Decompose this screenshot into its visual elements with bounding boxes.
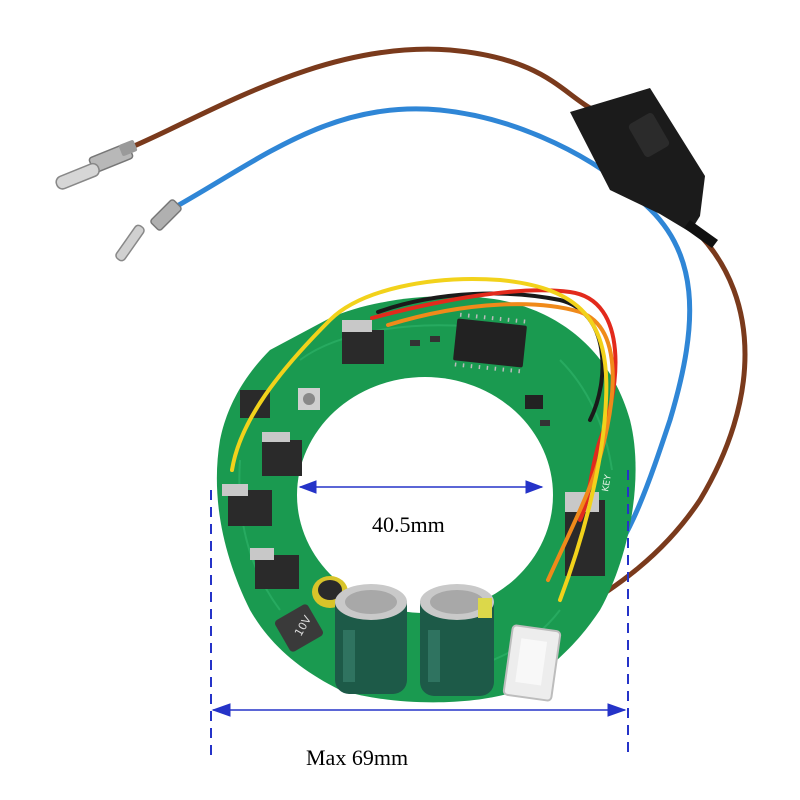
main-ic (453, 318, 527, 368)
rocker-switch (570, 88, 718, 248)
black-wire (376, 291, 605, 422)
terminal-blue (115, 199, 182, 262)
inner-diameter-label: 40.5mm (372, 512, 445, 537)
pcb-components: 10V KEY (222, 312, 614, 702)
mosfet-1 (342, 330, 384, 364)
inductor (275, 604, 323, 652)
outer-diameter-label: Max 69mm (306, 745, 409, 770)
terminal-brown (55, 140, 138, 190)
pcb-ring-hole (297, 377, 553, 613)
capacitor-right (420, 584, 494, 696)
silkscreen-key: KEY (601, 473, 614, 492)
orange-wire (386, 302, 615, 582)
dimension-annotations (210, 470, 629, 758)
mosfet-4 (255, 555, 299, 589)
capacitor-left (335, 584, 407, 694)
brown-wire-lower (572, 232, 748, 615)
red-wire (370, 288, 618, 522)
brown-wire (117, 46, 593, 155)
signal-wires (230, 277, 618, 602)
mosfet-2 (262, 440, 302, 476)
yellow-wire (230, 277, 609, 602)
white-connector (502, 624, 562, 702)
